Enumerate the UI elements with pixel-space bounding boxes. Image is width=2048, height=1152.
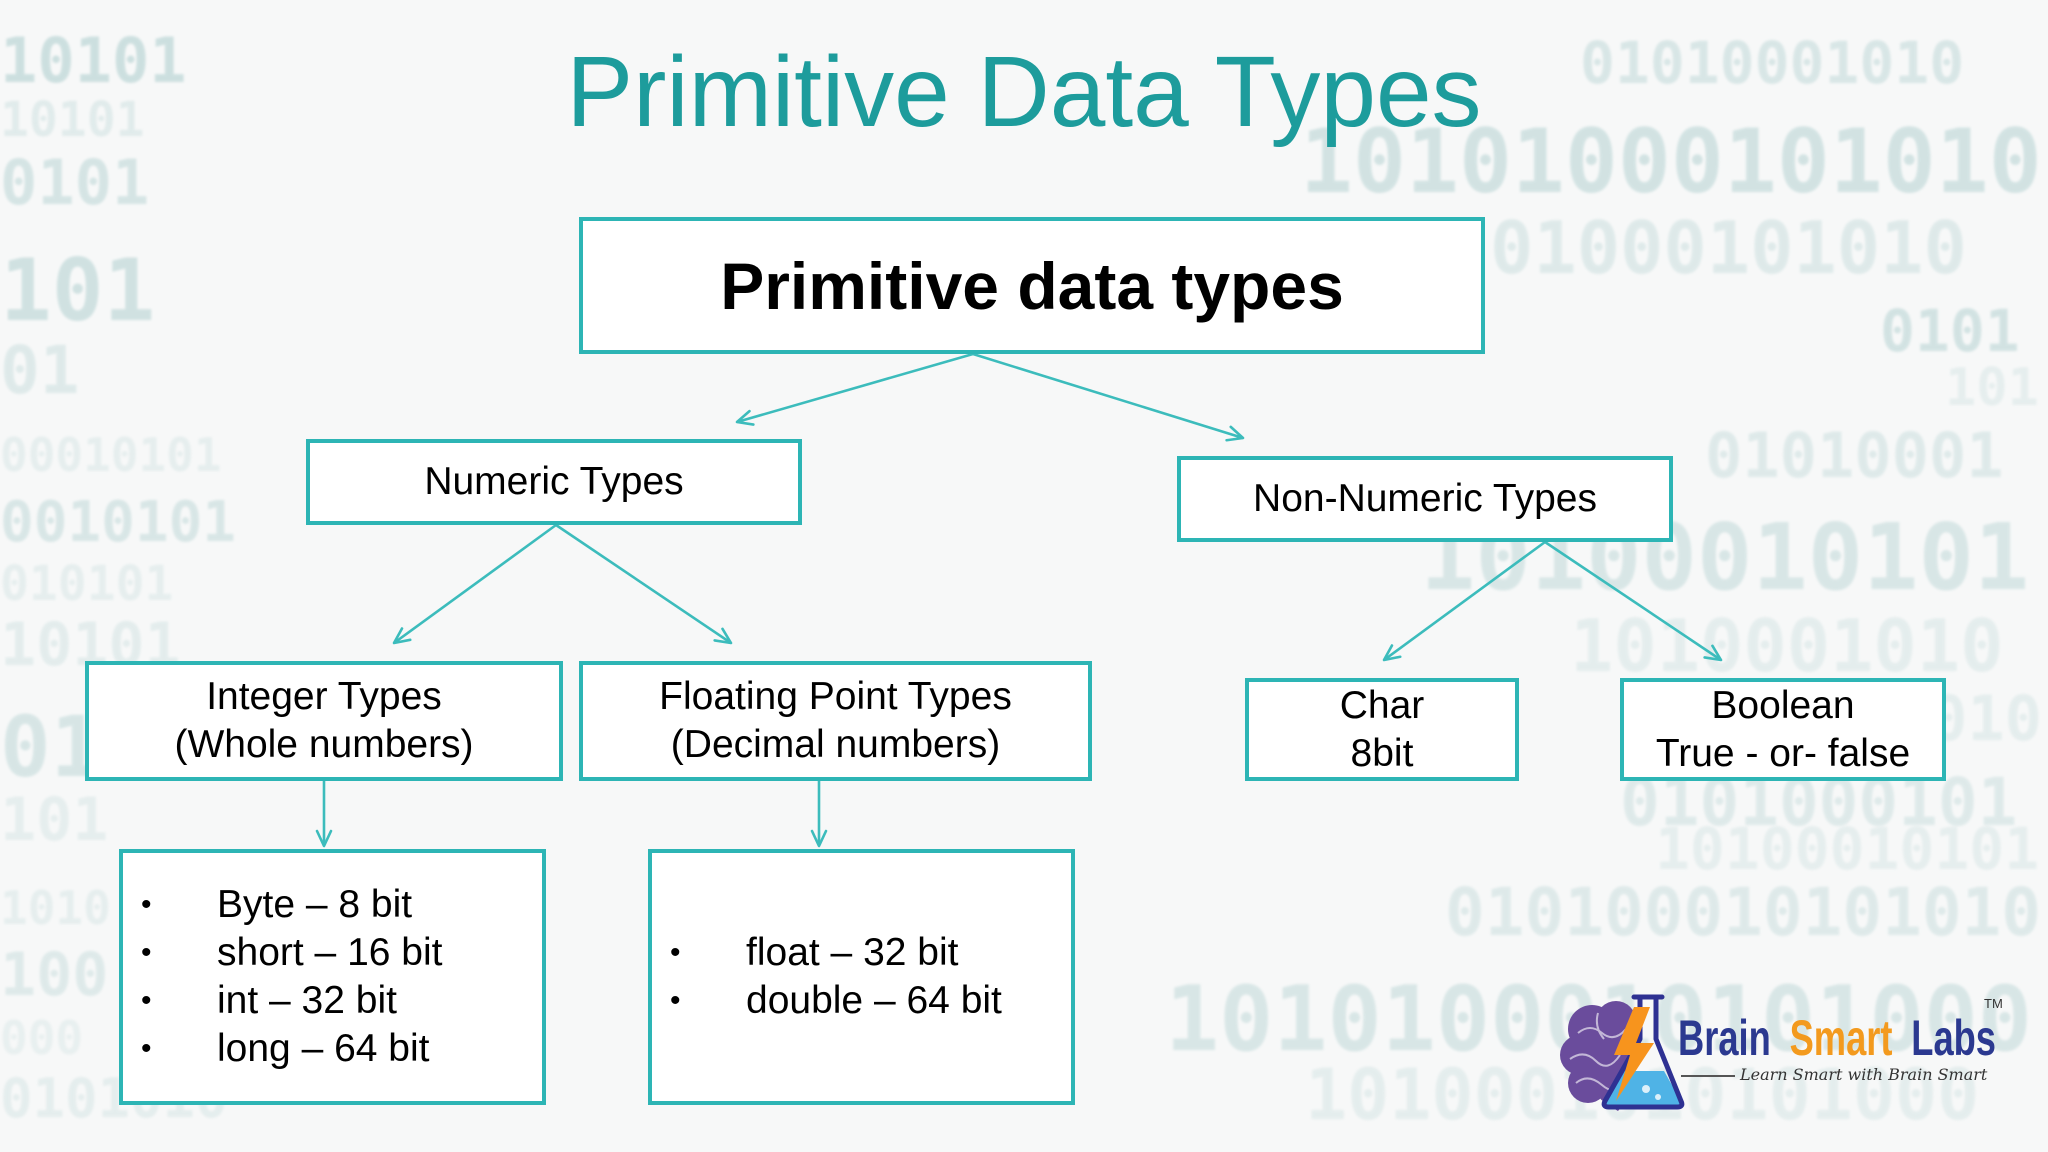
- binary-digits: 101: [0, 785, 109, 855]
- floating-point-types-box: Floating Point Types (Decimal numbers): [579, 661, 1092, 781]
- binary-digits: 010100010101010: [1445, 874, 2042, 951]
- brand-tagline: Learn Smart with Brain Smart: [1740, 1065, 1988, 1084]
- list-item: short – 16 bit: [141, 929, 443, 977]
- brand-word-smart: Smart: [1790, 1010, 1893, 1066]
- binary-digits: 10100010101: [1655, 815, 2040, 883]
- integer-types-note: (Whole numbers): [174, 723, 474, 766]
- list-item: Byte – 8 bit: [141, 881, 442, 929]
- char-note: 8bit: [1350, 731, 1414, 775]
- non-numeric-types-label: Non-Numeric Types: [1253, 477, 1597, 520]
- arrow-root-to-numeric: [735, 352, 974, 426]
- binary-digits: 01010001010: [1580, 29, 1965, 97]
- binary-digits: 101: [1945, 358, 2039, 418]
- binary-digits: 100: [0, 940, 109, 1010]
- char-box: Char 8bit: [1245, 678, 1519, 781]
- root-node-box: Primitive data types: [579, 217, 1485, 354]
- boolean-note: True - or- false: [1655, 731, 1911, 775]
- lightning-bolt-icon: [1614, 1007, 1654, 1101]
- numeric-types-box: Numeric Types: [306, 439, 802, 525]
- floating-point-types-list-box: float – 32 bit double – 64 bit: [648, 849, 1075, 1105]
- brain-fold: [1595, 1012, 1605, 1040]
- integer-types-box: Integer Types (Whole numbers): [85, 661, 563, 781]
- flask-outline: [1601, 994, 1685, 1110]
- binary-digits: 010: [1930, 682, 2042, 755]
- binary-digits: 01: [0, 698, 102, 796]
- binary-digits: 0101: [0, 146, 150, 219]
- arrow-numeric-to-floating: [555, 523, 733, 645]
- floating-point-types-note: (Decimal numbers): [670, 723, 1001, 766]
- binary-digits: 000: [0, 1011, 84, 1065]
- brain-flask-logo-icon: [1560, 994, 1685, 1111]
- brand-name-text: Brain Smart Labs: [1678, 1010, 1996, 1066]
- arrow-root-to-non-numeric: [972, 352, 1245, 442]
- binary-digits: 101: [0, 241, 156, 341]
- arrow-non-numeric-to-char: [1382, 540, 1546, 662]
- list-item: double – 64 bit: [670, 977, 1002, 1025]
- list-item: float – 32 bit: [670, 929, 1002, 977]
- brand-word-brain: Brain: [1678, 1010, 1771, 1066]
- arrow-non-numeric-to-boolean: [1544, 540, 1723, 662]
- flask-bubble: [1655, 1094, 1661, 1100]
- list-item: long – 64 bit: [141, 1025, 442, 1073]
- brain-fold: [1569, 1053, 1621, 1067]
- integer-types-list-box: Byte – 8 bit short – 16 bit int – 32 bit…: [119, 849, 546, 1105]
- non-numeric-types-box: Non-Numeric Types: [1177, 456, 1673, 542]
- char-label: Char: [1339, 683, 1425, 727]
- integer-types-label: Integer Types: [206, 675, 442, 718]
- arrow-numeric-to-integer: [392, 523, 557, 645]
- slide-title: Primitive Data Types: [566, 36, 1482, 148]
- list-item: int – 32 bit: [141, 977, 442, 1025]
- binary-digits: 01000101010: [1490, 206, 1967, 290]
- binary-digits: 10101000101010: [1300, 110, 2042, 213]
- binary-digits: 00010101: [0, 428, 222, 482]
- brand-name: Brain Smart Labs: [1678, 1010, 1996, 1066]
- brand-word-labs: Labs: [1911, 1010, 1996, 1066]
- tagline-rule: [1681, 1075, 1735, 1077]
- binary-digits: 0101: [1880, 297, 2020, 365]
- integer-types-list: Byte – 8 bit short – 16 bit int – 32 bit…: [123, 881, 443, 1073]
- brain-fold: [1577, 1027, 1627, 1039]
- root-node-label: Primitive data types: [720, 248, 1344, 323]
- flask-bubble: [1642, 1085, 1650, 1093]
- binary-digits: 01010001: [1705, 419, 2004, 492]
- trademark-mark: TM: [1984, 996, 2003, 1011]
- floating-point-types-label: Floating Point Types: [659, 675, 1012, 718]
- binary-digits: 1010: [0, 881, 111, 935]
- boolean-box: Boolean True - or- false: [1620, 678, 1946, 781]
- numeric-types-label: Numeric Types: [424, 460, 684, 503]
- binary-digits: 10101: [0, 24, 187, 97]
- binary-digits: 10101: [0, 92, 145, 148]
- floating-point-types-list: float – 32 bit double – 64 bit: [652, 929, 1002, 1025]
- binary-digits: 010101: [0, 556, 174, 612]
- binary-digits: 0010101: [0, 490, 237, 555]
- boolean-label: Boolean: [1711, 683, 1855, 727]
- binary-digits: 1010001010: [1570, 604, 2004, 688]
- binary-digits: 01: [0, 332, 80, 409]
